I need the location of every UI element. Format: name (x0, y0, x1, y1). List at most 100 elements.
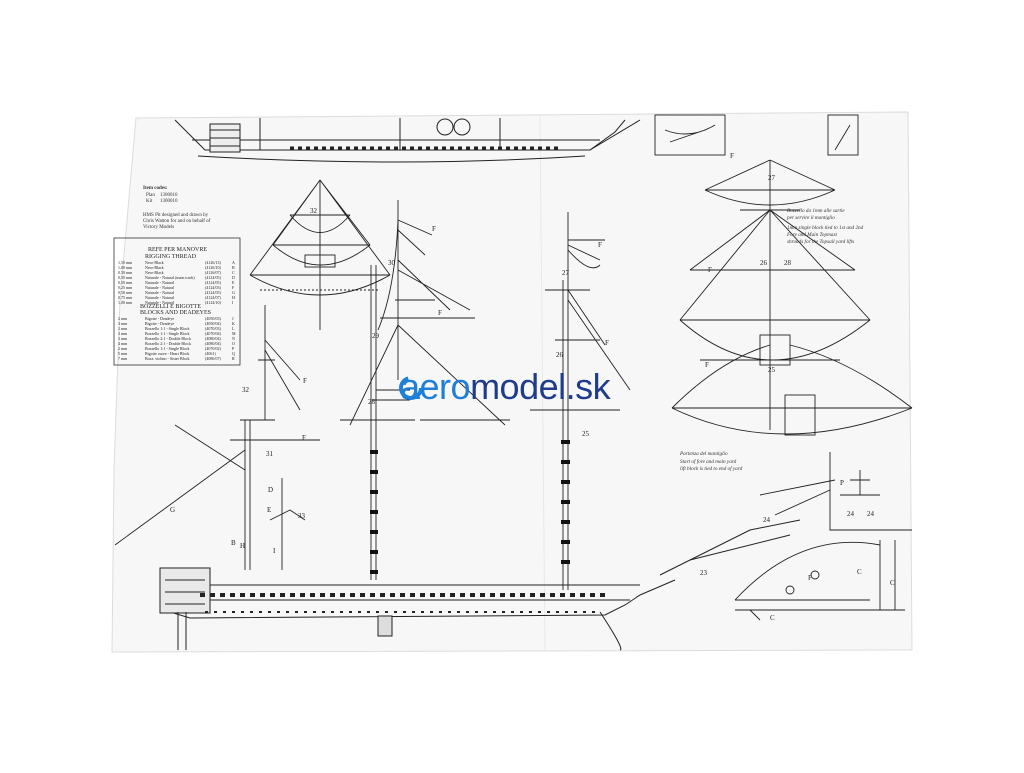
rigging-row-key: C (232, 270, 235, 275)
rigging-row-code: (4124/10) (205, 300, 221, 305)
blocks-row-key: O (232, 341, 235, 346)
rigging-row-key: H (232, 295, 235, 300)
rigging-row-size: 1,50 mm (118, 260, 133, 266)
svg-text:30: 30 (388, 259, 396, 267)
rigging-row-key: G (232, 290, 235, 295)
rigging-row-size: 0,50 mm (118, 275, 133, 281)
svg-text:Start of fore and main yard: Start of fore and main yard (680, 458, 737, 465)
main-hull-drawing (159, 519, 801, 651)
rigging-row-size: 0,50 mm (118, 270, 133, 276)
blocks-row-key: L (232, 326, 235, 331)
blocks-row-desc: Bozzello 1:1 - Single Block (145, 331, 189, 336)
svg-text:Bozzello da 1mm alle sartie: Bozzello da 1mm alle sartie (787, 208, 845, 214)
svg-text:F: F (303, 377, 307, 385)
blocks-row-code: (4070/02) (205, 346, 221, 351)
rigging-row-key: B (232, 265, 235, 270)
svg-text:F: F (605, 339, 609, 347)
blocks-row-key: K (232, 321, 235, 326)
svg-text:27: 27 (768, 174, 776, 182)
rigging-row-desc: Naturale - Natural (main track) (145, 275, 195, 280)
bowsprit-detail (734, 452, 912, 621)
svg-text:26: 26 (556, 351, 564, 359)
rigging-row-code: (4124/05) (205, 290, 221, 295)
blocks-row-code: (4061) (205, 351, 216, 356)
mizzen-mast-bands (561, 440, 570, 564)
credit-line-1: HMS Pit designed and drawn by (143, 213, 209, 218)
svg-text:F: F (808, 574, 812, 582)
watermark-part1: aero (400, 366, 470, 407)
svg-text:32: 32 (242, 386, 250, 394)
rigging-row-desc: Naturale - Natural (145, 300, 175, 305)
svg-text:26: 26 (760, 259, 768, 267)
svg-text:23: 23 (700, 569, 708, 577)
svg-text:32: 32 (310, 207, 318, 215)
svg-text:24: 24 (867, 510, 875, 518)
kit-code-value: 1300010 (160, 199, 178, 204)
top-hull-drawing (174, 118, 641, 163)
svg-text:lift block is tied to end of y: lift block is tied to end of yard (680, 465, 743, 472)
rigging-row-code: (4124/05) (205, 280, 221, 285)
diagram-labels: 32 32 30 27 29 28 26 25 31 33 23 24 24 2… (170, 152, 895, 622)
rigging-title-en: RIGGING THREAD (145, 254, 197, 260)
item-codes-block: Item codes: Plan 1300010 Kit 1300010 HMS… (143, 186, 211, 230)
rigging-row-size: 0,50 mm (118, 280, 133, 286)
main-mast-bands (370, 450, 378, 574)
svg-text:25: 25 (582, 430, 590, 438)
rigging-row-size: 1,00 mm (118, 300, 133, 306)
legend-table-border (113, 237, 241, 366)
rigging-row-key: I (232, 300, 234, 305)
svg-text:1mm single block tied to 1st a: 1mm single block tied to 1st and 2nd (787, 225, 864, 231)
rigging-row-code: (4124/07) (205, 295, 221, 300)
rigging-row-desc: Nero-Black (145, 265, 164, 270)
svg-text:F: F (302, 434, 306, 442)
svg-text:shrouds for the Topsail yard l: shrouds for the Topsail yard lifts (787, 238, 854, 245)
blocks-row-desc: Bozzello 2:1 - Double Block (145, 341, 191, 346)
svg-text:C: C (890, 579, 895, 587)
svg-text:31: 31 (266, 450, 274, 458)
blocks-row-desc: Bozzello 1:1 - Single Block (145, 326, 189, 331)
watermark-text: aeromodel.sk (400, 366, 612, 407)
svg-text:F: F (705, 361, 709, 369)
blocks-row-key: R (232, 356, 235, 361)
svg-text:C: C (770, 614, 775, 622)
blocks-row-size: 7 mm (118, 356, 128, 361)
blocks-row-desc: Bozzello 1:1 - Single Block (145, 346, 189, 351)
plan-code-value: 1300010 (160, 193, 178, 198)
blocks-row-code: (4050/03) (205, 316, 221, 321)
rigging-row-desc: Nero-Black (145, 270, 164, 275)
svg-text:H: H (240, 542, 245, 550)
topsail-note: Bozzello da 1mm alle sartie per servire … (786, 208, 864, 245)
rigging-row-key: D (232, 275, 235, 280)
legend-table: REFE PER MANOVRE RIGGING THREAD 1,50 mm N… (113, 237, 241, 366)
blocks-row-size: 2 mm (118, 326, 128, 331)
rigging-row-code: (4124/05) (205, 275, 221, 280)
paper-fold (539, 115, 546, 651)
rigging-row-size: 1,00 mm (118, 265, 133, 271)
blocks-row-key: M (232, 331, 236, 336)
rigging-title-it: REFE PER MANOVRE (148, 247, 207, 253)
svg-text:I: I (273, 547, 276, 555)
rigging-row-key: E (232, 280, 235, 285)
rigging-row-code: (4124/03) (205, 285, 221, 290)
svg-text:G: G (170, 506, 175, 514)
rigging-row-desc: Naturale - Natural (145, 290, 175, 295)
blocks-row-code: (4086/07) (205, 356, 221, 361)
svg-text:F: F (730, 152, 734, 160)
svg-text:Fore and Main Topmast: Fore and Main Topmast (786, 232, 837, 238)
blocks-row-desc: Bozzello 2:1 - Double Block (145, 336, 191, 341)
rigging-row-key: F (232, 285, 235, 290)
rigging-row-size: 0,25 mm (118, 285, 133, 291)
blocks-row-code: (4050/04) (205, 321, 221, 326)
aeromodel-watermark: aeromodel.sk (399, 366, 612, 407)
blocks-row-key: Q (232, 351, 235, 356)
watermark-part2: model.sk (470, 366, 612, 407)
yard-rigging-diagram (671, 159, 913, 436)
main-mast-diagram (319, 200, 510, 580)
svg-text:F: F (598, 241, 602, 249)
svg-text:33: 33 (298, 512, 306, 520)
blocks-row-desc: Bigotte - Deadeye (145, 316, 174, 321)
watermark-swoosh (399, 376, 423, 400)
blocks-row-key: P (232, 346, 235, 351)
